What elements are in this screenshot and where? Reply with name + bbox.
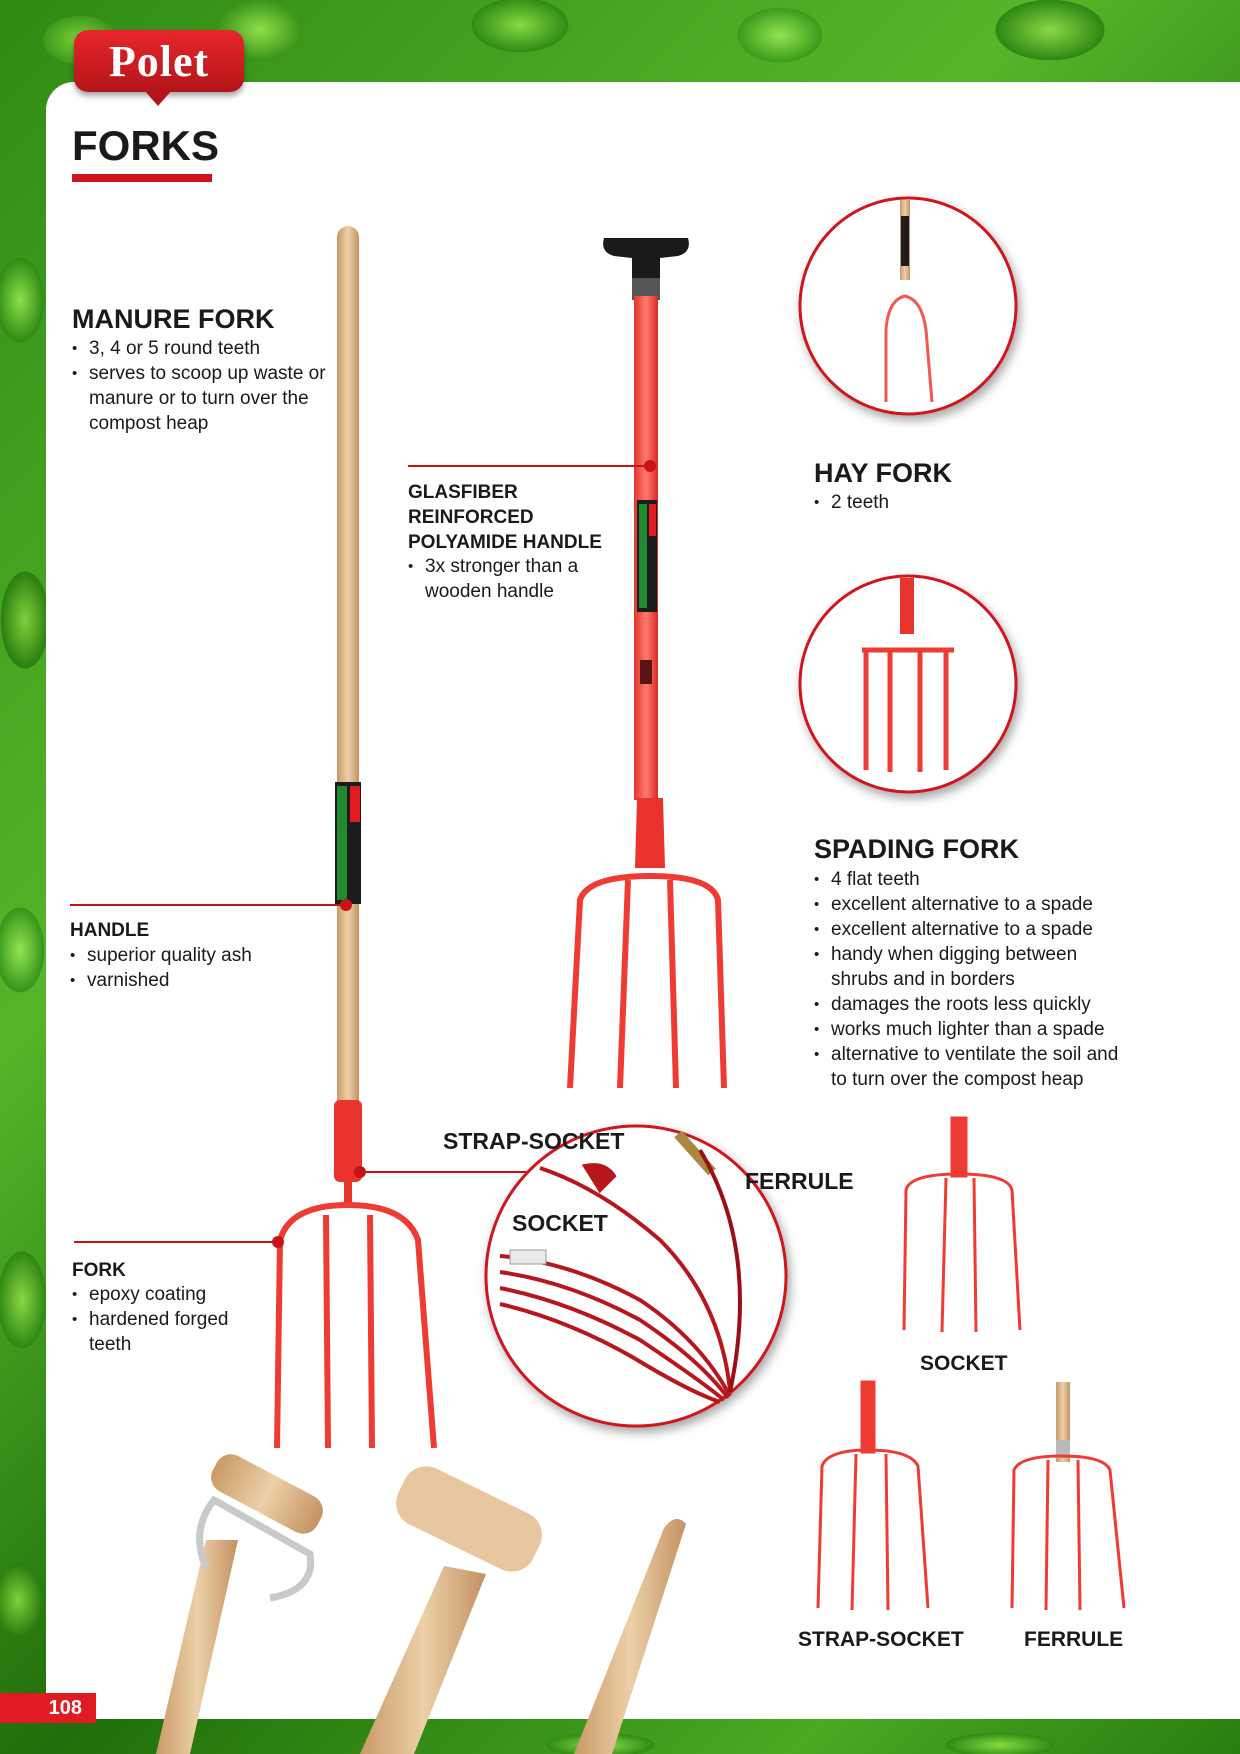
t-grip-handle-image — [360, 1466, 542, 1754]
manure-fork-bullets: 3, 4 or 5 round teeth serves to scoop up… — [72, 336, 342, 436]
heading-line: GLASFIBER — [408, 482, 518, 503]
list-item: epoxy coating — [72, 1282, 242, 1307]
glasfiber-fork-image — [567, 238, 727, 1089]
heading-line: POLYAMIDE HANDLE — [408, 532, 602, 553]
strap-socket-fork-image — [816, 1380, 930, 1611]
fork-bullets: epoxy coating hardened forged teeth — [72, 1282, 242, 1357]
handle-bullets: superior quality ash varnished — [70, 943, 310, 993]
list-item: varnished — [70, 968, 310, 993]
list-item: 2 teeth — [814, 490, 1014, 515]
list-item: works much lighter than a spade — [814, 1017, 1132, 1042]
spading-fork-image — [862, 578, 954, 772]
list-item: alternative to ventilate the soil and to… — [814, 1042, 1132, 1092]
list-item: 3x stronger than a wooden handle — [408, 554, 598, 604]
brand-logo[interactable]: Polet — [74, 30, 244, 106]
socket-fork-image — [902, 1116, 1022, 1333]
page-title: FORKS — [72, 122, 219, 169]
list-item: serves to scoop up waste or manure or to… — [72, 361, 342, 436]
handle-heading: HANDLE — [70, 920, 150, 941]
list-item: handy when digging between shrubs and in… — [814, 942, 1132, 992]
spading-fork-heading: SPADING FORK — [814, 834, 1020, 864]
ferrule-fork-image — [1010, 1382, 1126, 1611]
heading-line: REINFORCED — [408, 507, 534, 528]
d-grip-handle-image — [156, 1454, 323, 1754]
strap-socket-caption: STRAP-SOCKET — [798, 1628, 964, 1651]
connection-detail-circle — [484, 1124, 788, 1428]
hay-fork-image — [884, 200, 934, 403]
connection-detail-image — [499, 1130, 742, 1404]
socket-label: SOCKET — [512, 1210, 608, 1236]
hay-fork-heading: HAY FORK — [814, 458, 953, 488]
manure-fork-heading: MANURE FORK — [72, 304, 275, 334]
page-number: 108 — [0, 1693, 96, 1723]
hay-fork-circle — [798, 196, 1018, 416]
list-item: hardened forged teeth — [72, 1307, 242, 1357]
strap-socket-label: STRAP-SOCKET — [443, 1128, 625, 1154]
ferrule-caption: FERRULE — [1024, 1628, 1124, 1651]
straight-handle-image — [574, 1518, 686, 1754]
spading-fork-bullets: 4 flat teeth excellent alternative to a … — [814, 867, 1132, 1092]
glasfiber-bullets: 3x stronger than a wooden handle — [408, 554, 598, 604]
logo-text: Polet — [108, 37, 210, 86]
ferrule-label: FERRULE — [745, 1168, 854, 1194]
spading-fork-circle — [798, 574, 1018, 794]
callout-lines — [70, 460, 656, 1248]
list-item: excellent alternative to a spade — [814, 917, 1132, 942]
list-item: 3, 4 or 5 round teeth — [72, 336, 342, 361]
list-item: excellent alternative to a spade — [814, 892, 1132, 917]
socket-caption: SOCKET — [920, 1352, 1008, 1375]
list-item: 4 flat teeth — [814, 867, 1132, 892]
title-underline — [72, 174, 212, 182]
fork-heading: FORK — [72, 1260, 126, 1281]
list-item: superior quality ash — [70, 943, 310, 968]
glasfiber-heading: GLASFIBER REINFORCED POLYAMIDE HANDLE — [408, 480, 602, 555]
hay-fork-bullets: 2 teeth — [814, 490, 1014, 515]
list-item: damages the roots less quickly — [814, 992, 1132, 1017]
